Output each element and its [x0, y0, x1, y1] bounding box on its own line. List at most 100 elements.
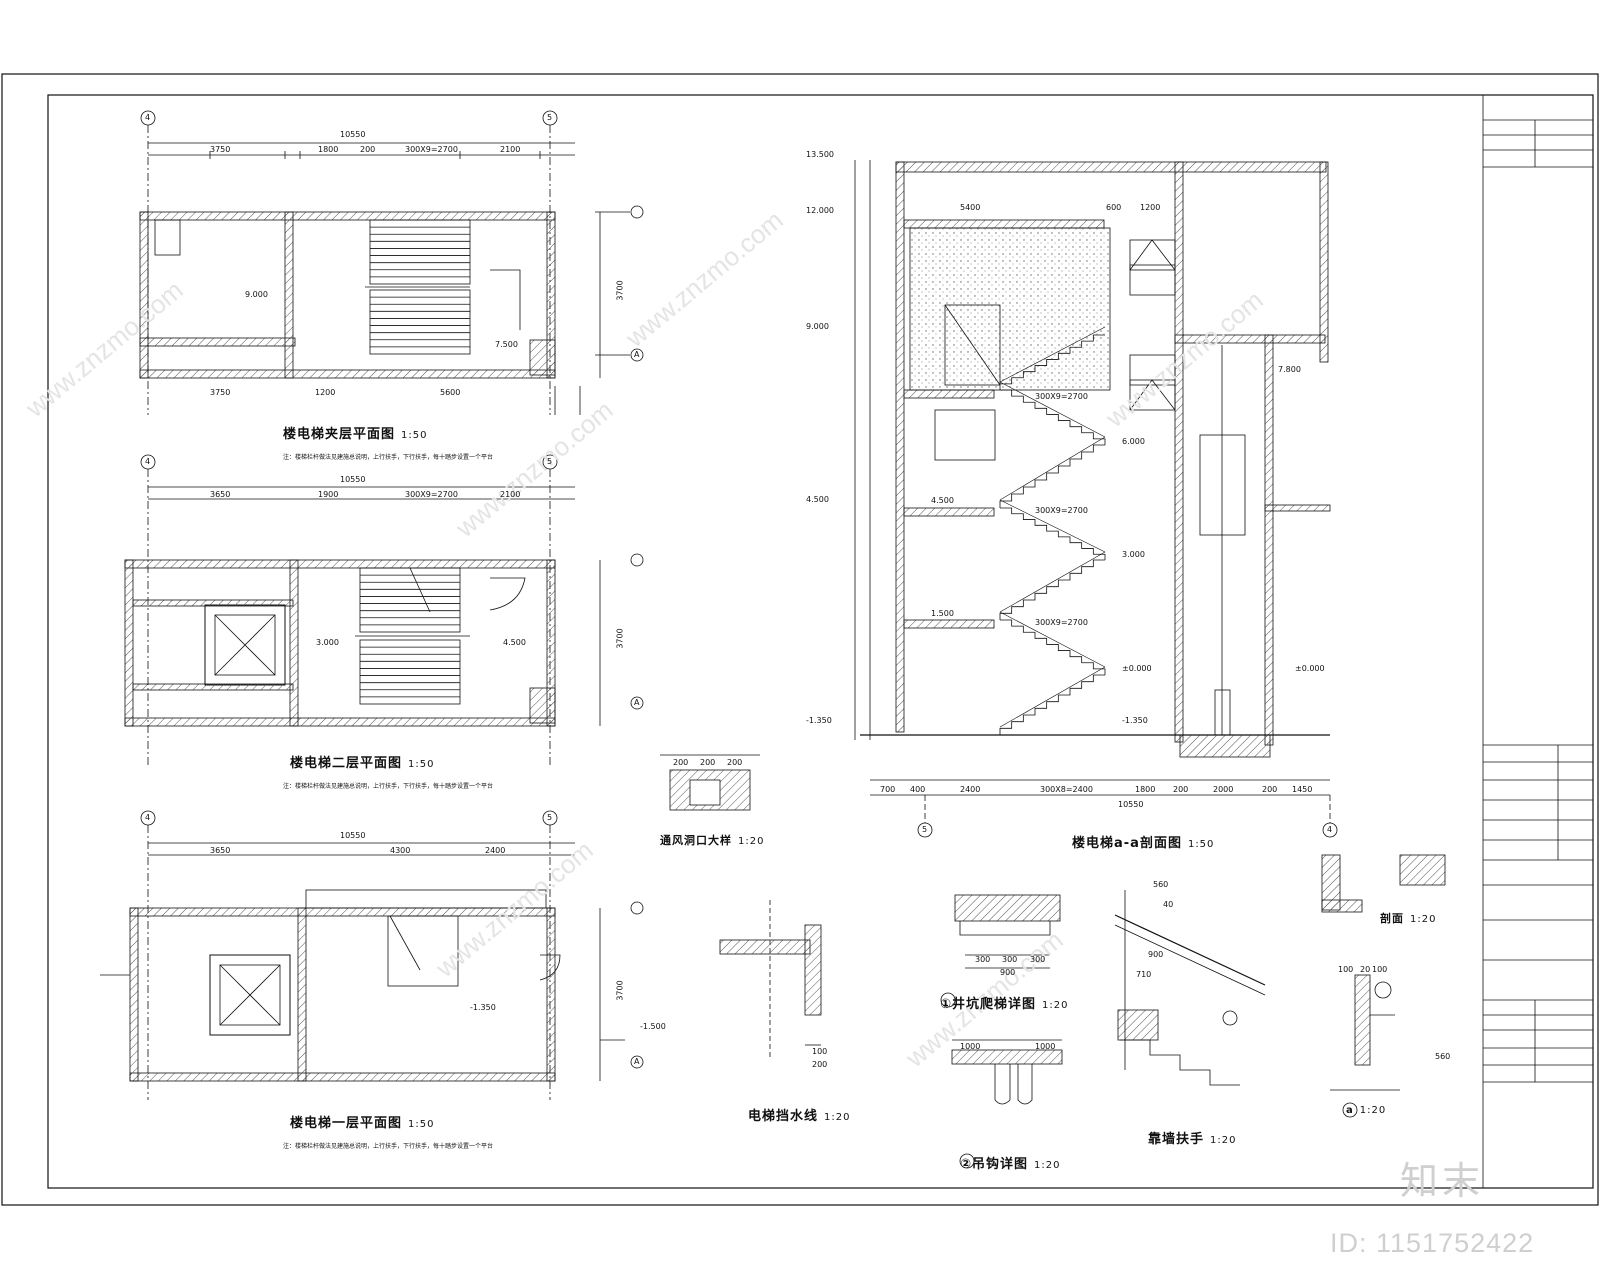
dim: 200 — [1173, 785, 1189, 794]
dim: 100 — [812, 1047, 828, 1056]
axis-label: A — [634, 1057, 640, 1066]
detail-pit — [940, 894, 1061, 1008]
dim: 3750 — [210, 388, 231, 397]
dim: 400 — [910, 785, 926, 794]
dim: 200 — [1262, 785, 1278, 794]
dim: 2000 — [1213, 785, 1234, 794]
axis-label: A — [634, 698, 640, 707]
stair-flight — [999, 444, 1105, 508]
detail-vent-scale: 1:20 — [738, 836, 765, 847]
dim: 300 — [1030, 955, 1046, 964]
section-scale: 1:50 — [1187, 839, 1215, 850]
image-id: ID: 1151752422 — [1330, 1228, 1535, 1258]
dim: 300X9=2700 — [405, 145, 458, 154]
detail-a-scale: 1:20 — [1359, 1105, 1387, 1116]
section-title-text: 楼电梯a-a剖面图 — [1072, 836, 1182, 851]
detail-handrail — [1114, 890, 1266, 1086]
detail-hook-scale: 1:20 — [1034, 1160, 1061, 1171]
dim: 200 — [727, 758, 743, 767]
elevation: ±0.000 — [1122, 664, 1152, 673]
plan-second-note: 注：楼梯栏杆做法见建施总说明，上行扶手，下行扶手，每十踏步设置一个平台 — [283, 783, 494, 790]
dim: 200 — [812, 1060, 828, 1069]
dim: 2100 — [500, 145, 521, 154]
dim: 1000 — [960, 1042, 981, 1051]
stair-handrail — [999, 666, 1106, 728]
stair-flight — [1000, 619, 1106, 675]
axis-label: 4 — [145, 113, 151, 122]
dim: 1900 — [318, 490, 339, 499]
dim: 5600 — [440, 388, 461, 397]
dim: 2400 — [485, 846, 506, 855]
axis-label: A — [634, 350, 640, 359]
axis-label: 5 — [547, 113, 553, 122]
dim: 5400 — [960, 203, 981, 212]
dim: 200 — [700, 758, 716, 767]
plan-first-scale: 1:50 — [408, 1119, 435, 1130]
dim: 560 — [1435, 1052, 1451, 1061]
stair-flight — [999, 559, 1105, 620]
elevation: -1.350 — [806, 716, 832, 725]
dim: 710 — [1136, 970, 1152, 979]
dim: 300X8=2400 — [1040, 785, 1093, 794]
axis-label: 4 — [1327, 825, 1333, 834]
axis-label: 4 — [145, 813, 151, 822]
stair-label: 300X9=2700 — [1035, 618, 1088, 627]
elevation: -1.350 — [1122, 716, 1148, 725]
dim: 3700 — [615, 280, 625, 301]
stair-handrail — [999, 326, 1106, 383]
level: 9.000 — [245, 290, 268, 299]
dim: 3750 — [210, 145, 231, 154]
stair-handrail — [999, 436, 1106, 501]
detail-hook — [951, 1039, 1063, 1169]
plan-first — [100, 810, 644, 1100]
dim: 900 — [1148, 950, 1164, 959]
elevation: 9.000 — [806, 322, 829, 331]
elevation: 7.800 — [1278, 365, 1301, 374]
dim: 1200 — [315, 388, 336, 397]
axis-label: 5 — [547, 813, 553, 822]
detail-vent — [660, 754, 760, 811]
axis-label: 5 — [547, 457, 553, 466]
plan-top-note: 注：楼梯栏杆做法见建施总说明，上行扶手，下行扶手，每十踏步设置一个平台 — [283, 454, 494, 461]
detail-a-title-text: a — [1346, 1105, 1354, 1116]
elevation: ±0.000 — [1295, 664, 1325, 673]
elevation: 6.000 — [1122, 437, 1145, 446]
dim: 4300 — [390, 846, 411, 855]
detail-water-title-text: 电梯挡水线 — [748, 1109, 819, 1124]
inner-frame — [47, 94, 1594, 1189]
dim: 3650 — [210, 490, 231, 499]
detail-pit-scale: 1:20 — [1042, 1000, 1069, 1011]
elevation: 1.500 — [931, 609, 954, 618]
level: 3.000 — [316, 638, 339, 647]
detail-water — [719, 900, 822, 1060]
brand-logo: 知末 — [1400, 1159, 1485, 1203]
elevation: 4.500 — [931, 496, 954, 505]
plan-second — [124, 454, 644, 765]
detail-section-title-text: 剖面 — [1380, 912, 1404, 925]
plan-second-title-text: 楼电梯二层平面图 — [290, 756, 403, 771]
elevation: 4.500 — [806, 495, 829, 504]
plan-second-title: 楼电梯二层平面图 1:50 — [290, 752, 434, 771]
level: 4.500 — [503, 638, 526, 647]
elevation: 12.000 — [806, 206, 834, 215]
stair-handrail — [999, 499, 1106, 553]
stair-handrail — [999, 611, 1106, 668]
dim: 560 — [1153, 880, 1169, 889]
dim: 1800 — [1135, 785, 1156, 794]
detail-a-title: a 1:20 — [1346, 1105, 1386, 1116]
dim: 1450 — [1292, 785, 1313, 794]
stair-flight — [999, 334, 1105, 390]
detail-hook-title-text: ②吊钩详图 — [960, 1157, 1029, 1172]
dim: 1000 — [1035, 1042, 1056, 1051]
dim: 1800 — [318, 145, 339, 154]
section-title: 楼电梯a-a剖面图 1:50 — [1072, 832, 1214, 851]
plan-second-scale: 1:50 — [408, 759, 435, 770]
detail-handrail-scale: 1:20 — [1210, 1135, 1237, 1146]
stair-flight — [999, 674, 1105, 735]
stair-handrail — [999, 381, 1106, 438]
